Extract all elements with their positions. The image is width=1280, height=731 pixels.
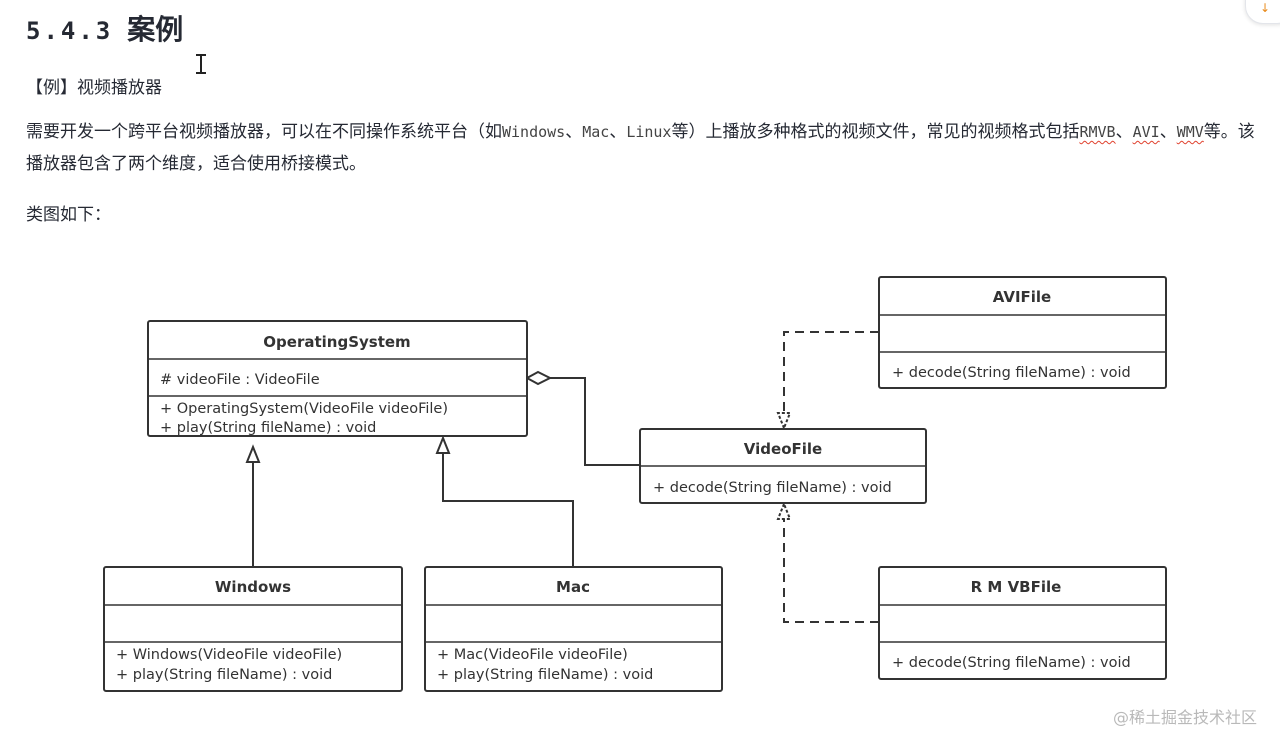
code-wmv: WMV: [1176, 123, 1204, 141]
code-linux: Linux: [626, 123, 672, 141]
example-title: 【例】视频播放器: [26, 78, 162, 98]
class-name: Windows: [215, 578, 291, 596]
class-operating-system: OperatingSystem # videoFile : VideoFile …: [147, 320, 528, 437]
aggregation-diamond: [524, 370, 553, 386]
description-paragraph: 需要开发一个跨平台视频播放器，可以在不同操作系统平台（如Windows、Mac、…: [26, 116, 1261, 180]
class-name: VideoFile: [744, 440, 822, 458]
class-method: + OperatingSystem(VideoFile videoFile): [160, 401, 448, 417]
class-name: OperatingSystem: [263, 333, 410, 351]
class-mac: Mac + Mac(VideoFile videoFile) + play(St…: [424, 566, 723, 692]
class-video-file: VideoFile + decode(String fileName) : vo…: [639, 428, 927, 504]
code-avi: AVI: [1132, 123, 1160, 141]
class-method: + decode(String fileName) : void: [892, 365, 1131, 381]
class-name: R M VBFile: [971, 578, 1062, 596]
class-attribute: # videoFile : VideoFile: [160, 372, 320, 388]
code-mac: Mac: [582, 123, 610, 141]
separator: 、: [609, 122, 627, 142]
realization-line-rmvb: [783, 519, 879, 623]
section-number: 5.4.3: [26, 17, 114, 45]
corner-download-button[interactable]: ↓: [1245, 0, 1280, 24]
class-method: + decode(String fileName) : void: [892, 655, 1131, 671]
separator: 、: [1115, 122, 1133, 142]
realization-arrow-avi: [776, 412, 792, 431]
class-name: AVIFile: [993, 288, 1051, 306]
code-windows: Windows: [502, 123, 566, 141]
paragraph-text: 需要开发一个跨平台视频播放器，可以在不同操作系统平台（如: [26, 122, 502, 142]
separator: 、: [565, 122, 583, 142]
class-diagram-intro: 类图如下：: [26, 205, 111, 225]
class-rmvb-file: R M VBFile + decode(String fileName) : v…: [878, 566, 1167, 680]
aggregation-line: [550, 377, 640, 466]
inheritance-line-mac: [442, 453, 574, 567]
class-windows: Windows + Windows(VideoFile videoFile) +…: [103, 566, 403, 692]
class-method: + play(String fileName) : void: [437, 667, 653, 683]
paragraph-text: 等。该播放器包含了两个维度，适合使用桥接模式。: [26, 122, 1255, 174]
class-method: + Mac(VideoFile videoFile): [437, 647, 628, 663]
realization-line-avi: [783, 331, 879, 413]
class-name: Mac: [556, 578, 590, 596]
inheritance-arrow-mac: [435, 435, 451, 454]
separator: 、: [1159, 122, 1177, 142]
realization-arrow-rmvb: [776, 501, 792, 520]
section-title: 案例: [127, 13, 184, 46]
code-rmvb: RMVB: [1079, 123, 1116, 141]
watermark: @稀土掘金技术社区: [1113, 708, 1258, 727]
class-method: + Windows(VideoFile videoFile): [116, 647, 342, 663]
paragraph-text: 等）上播放多种格式的视频文件，常见的视频格式包括: [671, 122, 1080, 142]
download-arrow-icon: ↓: [1260, 1, 1271, 15]
class-method: + decode(String fileName) : void: [653, 480, 892, 496]
class-avi-file: AVIFile + decode(String fileName) : void: [878, 276, 1167, 389]
class-method: + play(String fileName) : void: [160, 420, 376, 436]
section-heading: 5.4.3 案例: [26, 8, 183, 48]
class-method: + play(String fileName) : void: [116, 667, 332, 683]
text-cursor-icon: [194, 52, 208, 76]
inheritance-arrow-windows: [245, 444, 261, 463]
